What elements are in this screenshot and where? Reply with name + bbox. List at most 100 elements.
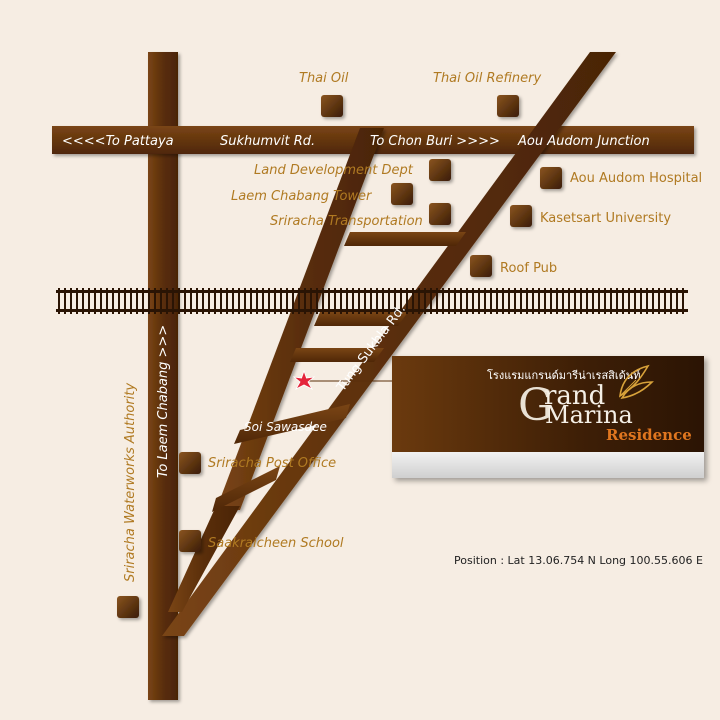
street-3 — [290, 348, 384, 362]
railway-tie — [502, 288, 504, 314]
railway-tie — [514, 288, 516, 314]
railway-tie — [580, 288, 582, 314]
railway-tie — [652, 288, 654, 314]
railway-tie — [340, 288, 342, 314]
poi-school — [179, 530, 201, 552]
railway-tie — [520, 288, 522, 314]
railway-tie — [328, 288, 330, 314]
railway-tie — [394, 288, 396, 314]
poi-thai-oil — [321, 95, 343, 117]
railway-tie — [610, 288, 612, 314]
railway-tie — [250, 288, 252, 314]
railway-tie — [226, 288, 228, 314]
railway-tie — [430, 288, 432, 314]
label-laem-chabang-tower: Laem Chabang Tower — [231, 189, 373, 204]
railway-tie — [70, 288, 72, 314]
poi-post-office — [179, 452, 201, 474]
railway-tie — [478, 288, 480, 314]
hotel-position-bar: Position : Lat 13.06.754 N Long 100.55.6… — [392, 452, 704, 567]
railway-tie — [634, 288, 636, 314]
railway-tie — [334, 288, 336, 314]
railway-tie — [208, 288, 210, 314]
poi-aou-audom-hospital — [540, 167, 562, 189]
label-post-office: Sriracha Post Office — [208, 456, 336, 471]
railway-tie — [220, 288, 222, 314]
railway-tie — [622, 288, 624, 314]
railway-tie — [130, 288, 132, 314]
railway-tie — [196, 288, 198, 314]
railway-tie — [460, 288, 462, 314]
label-to-pattaya: <<<<To Pattaya — [62, 134, 174, 149]
railway-tie — [448, 288, 450, 314]
railway-tie — [592, 288, 594, 314]
railway-tie — [400, 288, 402, 314]
label-aou-audom-hospital: Aou Audom Hospital — [570, 171, 702, 186]
railway-tie — [154, 288, 156, 314]
poi-kasetsart-university — [510, 205, 532, 227]
label-roof-pub: Roof Pub — [500, 261, 557, 276]
railway-tie — [82, 288, 84, 314]
railway-tie — [310, 288, 312, 314]
brand-residence: Residence — [606, 426, 692, 444]
railway-tie — [412, 288, 414, 314]
railway-tie — [658, 288, 660, 314]
railway-tie — [454, 288, 456, 314]
brand-g-letter: G — [518, 380, 554, 431]
railway-tie — [556, 288, 558, 314]
hotel-position-text: Position : Lat 13.06.754 N Long 100.55.6… — [454, 554, 703, 567]
railway-tie — [106, 288, 108, 314]
railway-tie — [352, 288, 354, 314]
label-thai-oil-refinery: Thai Oil Refinery — [433, 71, 541, 86]
railway-tie — [286, 288, 288, 314]
brand-grand: rand — [544, 381, 606, 411]
railway-tie — [292, 288, 294, 314]
leaf-logo-icon — [618, 364, 654, 400]
poi-markers — [117, 95, 562, 618]
poi-thai-oil-refinery — [497, 95, 519, 117]
railway-tie — [358, 288, 360, 314]
hotel-marker-icon — [292, 369, 316, 390]
railway-tie — [364, 288, 366, 314]
railway-tie — [616, 288, 618, 314]
railway-tie — [112, 288, 114, 314]
road-left-diagonal — [216, 128, 384, 510]
railway-tie — [406, 288, 408, 314]
railway-tie — [628, 288, 630, 314]
hotel-card[interactable]: โรงแรมแกรนด์มารีน่าเรสสิเด้นท์ G rand Ma… — [392, 356, 704, 567]
hotel-card-header: โรงแรมแกรนด์มารีน่าเรสสิเด้นท์ G rand Ma… — [392, 356, 704, 452]
railway-tie — [244, 288, 246, 314]
railway-tie — [544, 288, 546, 314]
railway-tie — [160, 288, 162, 314]
railway-tie — [268, 288, 270, 314]
label-kasetsart-university: Kasetsart University — [540, 211, 671, 226]
label-sukhumvit: Sukhumvit Rd. — [220, 134, 315, 149]
railway-tie — [148, 288, 150, 314]
railway-tie — [472, 288, 474, 314]
railway-tie — [346, 288, 348, 314]
railway-tie — [670, 288, 672, 314]
railway-tie — [562, 288, 564, 314]
railway-tie — [442, 288, 444, 314]
railway-tie — [202, 288, 204, 314]
road-lower-connector — [168, 506, 240, 612]
railway-tie — [136, 288, 138, 314]
label-to-laem-chabang: To Laem Chabang >>> — [156, 325, 171, 478]
railway-tie — [172, 288, 174, 314]
railway-tie — [682, 288, 684, 314]
poi-laem-chabang-tower — [391, 183, 413, 205]
railway-tie — [664, 288, 666, 314]
railway-tie — [532, 288, 534, 314]
railway-tie — [322, 288, 324, 314]
railway-tie — [238, 288, 240, 314]
railway-tie — [676, 288, 678, 314]
label-soi-sawasdee: Soi Sawasdee — [244, 420, 327, 434]
poi-land-development — [429, 159, 451, 181]
railway-tie — [316, 288, 318, 314]
railway-tie — [376, 288, 378, 314]
railway-tie — [598, 288, 600, 314]
railway-tie — [58, 288, 60, 314]
label-land-development: Land Development Dept — [254, 163, 414, 178]
railway-tie — [418, 288, 420, 314]
